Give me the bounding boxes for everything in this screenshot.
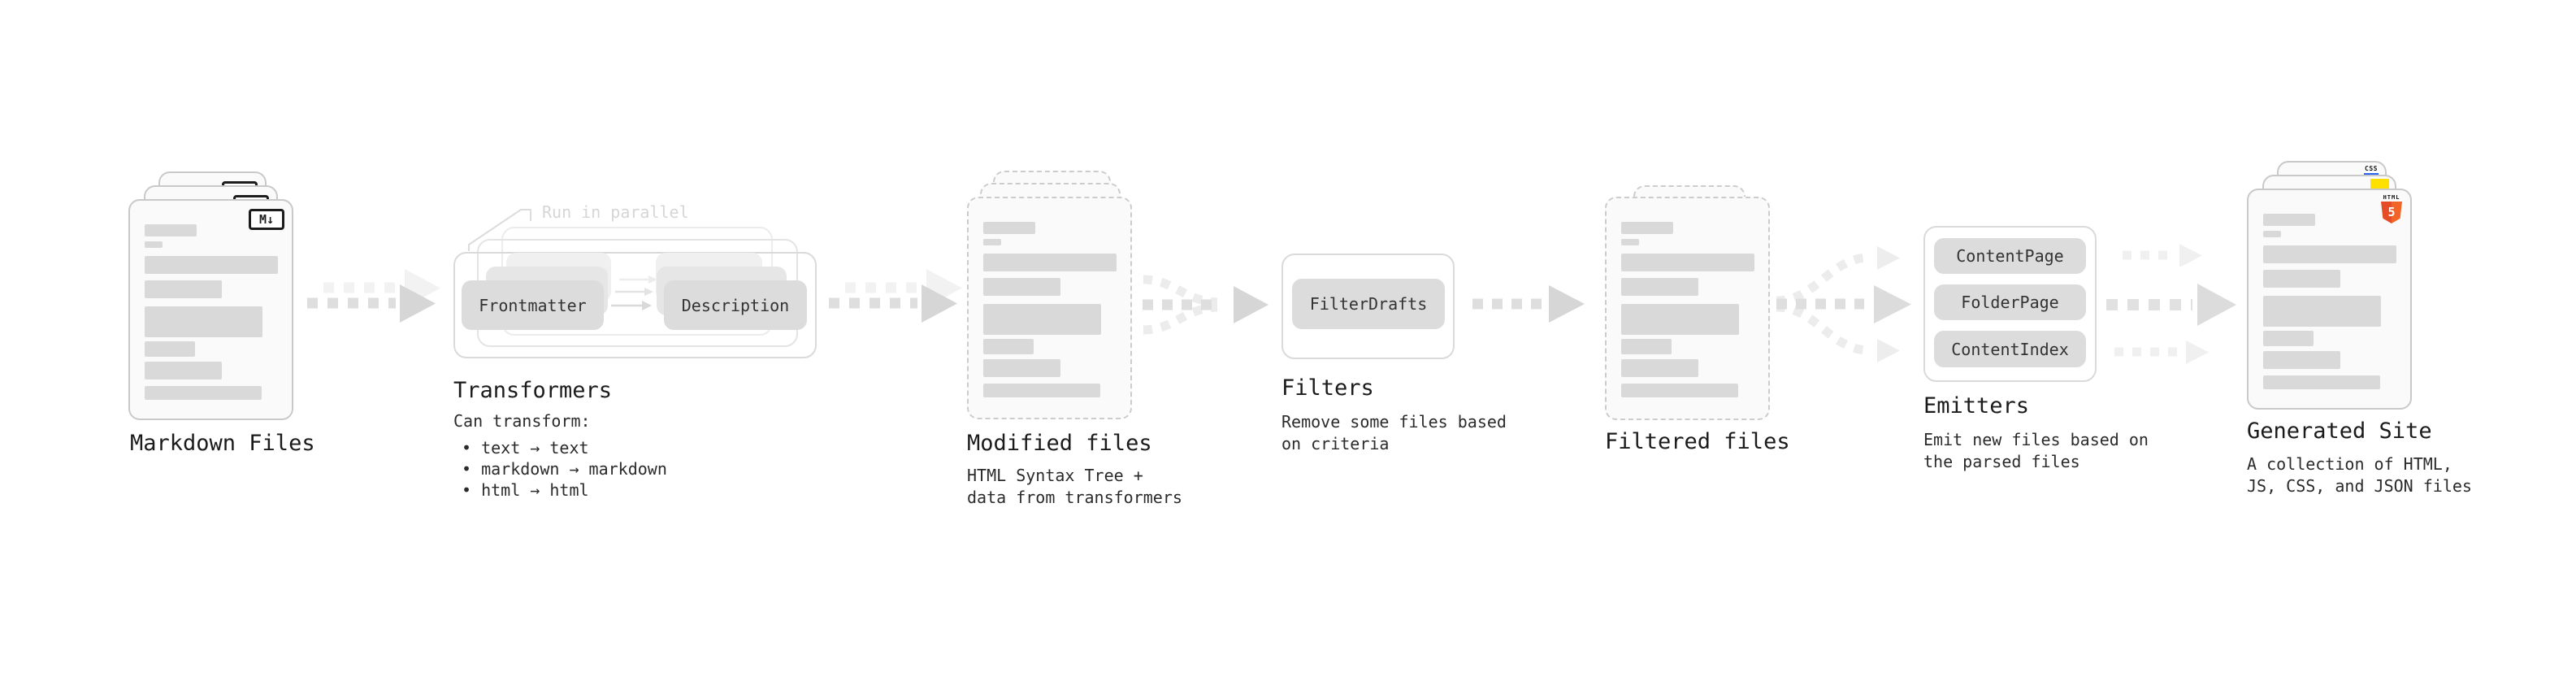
content-bar — [983, 254, 1117, 271]
content-bar — [2263, 375, 2380, 389]
transform-item: • html → html — [462, 480, 589, 500]
generated-page-html: HTML 5 — [2247, 189, 2412, 410]
note-leader-line — [468, 209, 531, 251]
filterdrafts-label: FilterDrafts — [1309, 294, 1428, 314]
markdown-icon-label: M↓ — [258, 211, 275, 227]
caption-transformers: Transformers — [453, 378, 613, 403]
arrow-modified-to-filters — [1143, 275, 1268, 335]
content-bar — [2263, 270, 2340, 288]
contentindex-box: ContentIndex — [1934, 331, 2086, 367]
arrow-transformers-to-modified — [829, 269, 962, 323]
folderpage-box: FolderPage — [1934, 284, 2086, 320]
transform-item: • text → text — [462, 438, 589, 458]
caption-emitters: Emitters — [1923, 393, 2030, 419]
content-bar — [983, 339, 1034, 354]
content-bar — [1621, 384, 1738, 397]
caption-markdown-files: Markdown Files — [130, 431, 315, 456]
content-bar — [983, 384, 1100, 397]
content-bar — [1621, 239, 1639, 245]
content-bar — [983, 304, 1101, 335]
content-bar — [983, 359, 1060, 377]
content-bar — [1621, 278, 1698, 296]
transformer-inner-arrows — [611, 275, 657, 310]
arrow-filtered-to-emitters — [1776, 246, 1911, 362]
content-bar — [1621, 254, 1754, 271]
arrow-emitters-to-generated — [2106, 244, 2236, 364]
description-label: Description — [681, 295, 790, 315]
can-transform-title: Can transform: — [453, 411, 591, 431]
caption-generated-site: Generated Site — [2247, 419, 2432, 444]
caption-filtered-files: Filtered files — [1605, 429, 1790, 454]
content-bar — [2263, 214, 2315, 226]
content-bar — [983, 222, 1035, 234]
filtered-page-front — [1605, 197, 1770, 420]
caption-filters: Filters — [1281, 375, 1374, 401]
content-bar — [145, 341, 195, 357]
content-bar — [145, 241, 163, 248]
frontmatter-label: Frontmatter — [479, 295, 587, 315]
arrow-markdown-to-transformers — [307, 269, 440, 323]
caption-modified-files: Modified files — [967, 431, 1152, 456]
contentpage-label: ContentPage — [1956, 246, 2064, 266]
content-bar — [145, 362, 222, 380]
js-file-icon — [2370, 179, 2389, 189]
content-bar — [145, 306, 262, 337]
transformers-details: Can transform: • text → text • markdown … — [453, 411, 667, 501]
transformer-lane-front — [453, 252, 817, 358]
content-bar — [1621, 339, 1672, 354]
filterdrafts-box: FilterDrafts — [1292, 279, 1445, 329]
generated-site-subtext: A collection of HTML, JS, CSS, and JSON … — [2247, 454, 2472, 496]
css-icon-label: CSS — [2365, 165, 2378, 172]
content-bar — [2263, 231, 2281, 237]
filters-subtext: Remove some files based on criteria — [1281, 412, 1507, 453]
contentpage-box: ContentPage — [1934, 238, 2086, 274]
content-bar — [2263, 245, 2396, 263]
content-bar — [983, 239, 1001, 245]
content-bar — [1621, 304, 1739, 335]
html5-icon-label: HTML — [2383, 194, 2400, 201]
content-bar — [145, 386, 262, 400]
content-bar — [1621, 222, 1673, 234]
content-bar — [145, 256, 278, 274]
html5-shield-number: 5 — [2387, 205, 2396, 219]
content-bar — [1621, 359, 1698, 377]
content-bar — [145, 280, 222, 298]
html5-icon: HTML 5 — [2381, 194, 2402, 223]
content-bar — [145, 224, 197, 236]
transform-item: • markdown → markdown — [462, 459, 667, 479]
css-icon-underline — [2364, 173, 2379, 176]
content-bar — [2263, 296, 2381, 327]
modified-page-front — [967, 197, 1132, 419]
contentindex-label: ContentIndex — [1951, 339, 2069, 359]
folderpage-label: FolderPage — [1961, 293, 2059, 312]
content-bar — [2263, 351, 2340, 369]
arrow-filters-to-filtered — [1472, 285, 1585, 323]
run-in-parallel-note: Run in parallel — [542, 202, 689, 222]
modified-files-subtext: HTML Syntax Tree + data from transformer… — [967, 466, 1182, 507]
markdown-page-front: M↓ — [128, 199, 293, 420]
markdown-icon: M↓ — [249, 209, 284, 230]
description-box: Description — [664, 280, 807, 330]
html5-shield: 5 — [2381, 202, 2402, 223]
emitters-subtext: Emit new files based on the parsed files — [1923, 430, 2149, 471]
content-bar — [983, 278, 1060, 296]
frontmatter-box: Frontmatter — [462, 280, 604, 330]
css-file-icon: CSS — [2362, 166, 2380, 176]
content-bar — [2263, 331, 2314, 346]
